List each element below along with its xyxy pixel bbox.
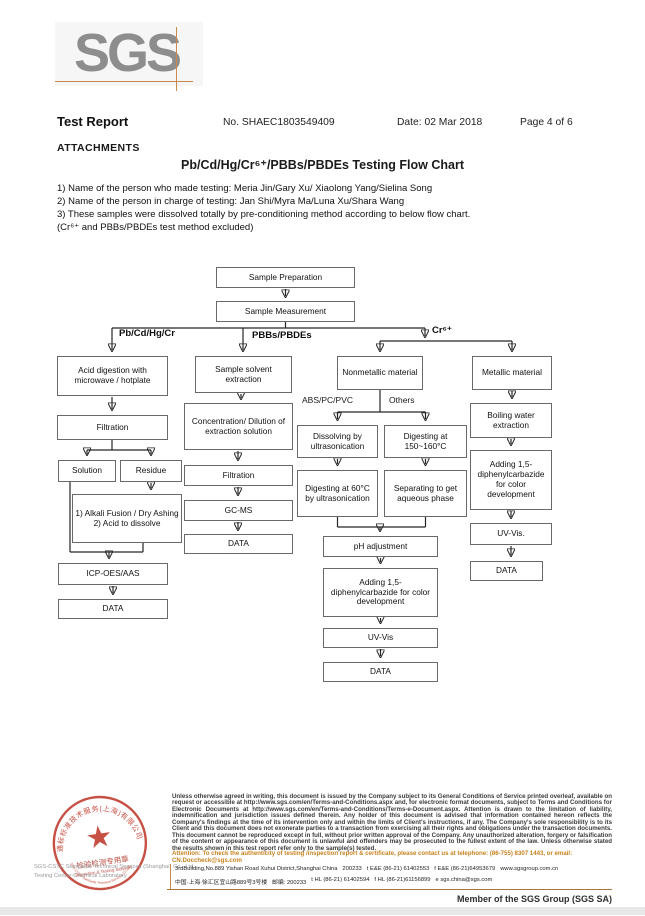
note-4: (Cr⁶⁺ and PBBs/PBDEs test method exclude… bbox=[57, 222, 254, 233]
node-acid-digestion: Acid digestion with microwave / hotplate bbox=[57, 356, 168, 396]
node-digesting-60: Digesting at 60°C by ultrasonication bbox=[297, 470, 378, 517]
report-title: Test Report bbox=[57, 114, 129, 129]
address-en: 3rdBuilding,No.889 Yishan Road Xuhui Dis… bbox=[175, 866, 338, 872]
branch-label-pb-cd-hg-cr: Pb/Cd/Hg/Cr bbox=[119, 328, 175, 339]
node-alkali-fusion: 1) Alkali Fusion / Dry Ashing 2) Acid to… bbox=[72, 494, 182, 543]
note-3: 3) These samples were dissolved totally … bbox=[57, 209, 471, 220]
node-filtration-left: Filtration bbox=[57, 415, 168, 440]
flowchart-title: Pb/Cd/Hg/Cr⁶⁺/PBBs/PBDEs Testing Flow Ch… bbox=[181, 158, 464, 172]
member-line: Member of the SGS Group (SGS SA) bbox=[456, 894, 612, 904]
stamp-star-icon: ★ bbox=[83, 819, 114, 855]
node-icp-oes-aas: ICP-OES/AAS bbox=[58, 563, 168, 585]
node-uv-vis-mid: UV-Vis bbox=[323, 628, 438, 648]
fax-ee: f E&E (86-21)64953679 bbox=[434, 866, 496, 872]
lab-name-line1: SGS-CSTC Standards Technical Services (S… bbox=[34, 864, 195, 870]
node-ph-adjustment: pH adjustment bbox=[323, 536, 438, 557]
logo-crosshair-horizontal bbox=[55, 81, 193, 82]
label-abs-pc-pvc: ABS/PC/PVC bbox=[302, 395, 354, 405]
node-adding-diphenylcarbazide-mid: Adding 1,5-diphenylcarbazide for color d… bbox=[323, 568, 438, 617]
logo-background bbox=[55, 22, 203, 86]
inspection-stamp: ★ 通标标准技术服务(上海)有限公司 SGS-CSTC Standards Te… bbox=[32, 777, 167, 911]
logo-crosshair-vertical bbox=[176, 27, 177, 91]
node-separating-aqueous: Separating to get aqueous phase bbox=[384, 470, 467, 517]
branch-label-cr6: Cr⁶⁺ bbox=[432, 325, 452, 336]
node-solution: Solution bbox=[58, 460, 116, 482]
node-residue: Residue bbox=[120, 460, 182, 482]
fax-hl: f HL (86-21)61156899 bbox=[374, 877, 431, 883]
address-row-cn: 中国·上海·徐汇区宜山路889号3号楼 邮编: 200233 t HL (86-… bbox=[175, 877, 612, 886]
report-date: Date: 02 Mar 2018 bbox=[397, 117, 483, 128]
page-number: Page 4 of 6 bbox=[520, 117, 573, 128]
node-solvent-extraction: Sample solvent extraction bbox=[195, 356, 292, 393]
note-1: 1) Name of the person who made testing: … bbox=[57, 183, 433, 194]
stamp-circle bbox=[52, 795, 148, 891]
node-data-left: DATA bbox=[58, 599, 168, 619]
node-data-mid: DATA bbox=[184, 534, 293, 554]
phone-hl: t HL (86-21) 61402594 bbox=[311, 877, 370, 883]
node-sample-measurement: Sample Measurement bbox=[216, 301, 355, 322]
email: e sgs.china@sgs.com bbox=[435, 877, 493, 883]
website: www.sgsgroup.com.cn bbox=[500, 866, 559, 872]
attachments-heading: ATTACHMENTS bbox=[57, 142, 140, 154]
node-sample-preparation: Sample Preparation bbox=[216, 267, 355, 288]
node-digesting-150-160: Digesting at 150~160°C bbox=[384, 425, 467, 458]
authenticity-attention: Attention: To check the authenticity of … bbox=[172, 850, 573, 864]
node-filtration-mid: Filtration bbox=[184, 465, 293, 486]
footer-rule bbox=[167, 889, 612, 890]
address-cn: 中国·上海·徐汇区宜山路889号3号楼 bbox=[175, 880, 268, 886]
node-boiling-water-extraction: Boiling water extraction bbox=[470, 403, 552, 438]
phone-ee: t E&E (86-21) 61402553 bbox=[366, 866, 430, 872]
node-uv-vis-right: UV-Vis. bbox=[470, 523, 552, 545]
branch-label-pbbs-pbdes: PBBs/PBDEs bbox=[252, 330, 312, 341]
note-2: 2) Name of the person in charge of testi… bbox=[57, 196, 405, 207]
node-metallic-material: Metallic material bbox=[472, 356, 552, 390]
lab-name-line2: Testing Center-Chemical Laboratory bbox=[34, 873, 127, 879]
node-data-nonmetallic: DATA bbox=[323, 662, 438, 682]
label-others: Others bbox=[389, 395, 415, 405]
address-divider-line bbox=[170, 864, 171, 890]
node-nonmetallic-material: Nonmetallic material bbox=[337, 356, 423, 390]
sgs-logo: SGS bbox=[74, 23, 182, 83]
legal-disclaimer: Unless otherwise agreed in writing, this… bbox=[172, 793, 612, 852]
node-dissolving-ultrasonication: Dissolving by ultrasonication bbox=[297, 425, 378, 458]
node-adding-diphenylcarbazide-right: Adding 1,5-diphenylcarbazide for color d… bbox=[470, 450, 552, 510]
page-edge bbox=[0, 907, 645, 915]
node-gc-ms: GC-MS bbox=[184, 500, 293, 521]
node-data-right: DATA bbox=[470, 561, 543, 581]
address-row-en: 3rdBuilding,No.889 Yishan Road Xuhui Dis… bbox=[175, 866, 612, 872]
report-number: No. SHAEC1803549409 bbox=[223, 117, 335, 128]
address-cn-zip: 邮编: 200233 bbox=[272, 880, 307, 886]
node-concentration-dilution: Concentration/ Dilution of extraction so… bbox=[184, 403, 293, 450]
address-en-zip: 200233 bbox=[342, 866, 362, 872]
